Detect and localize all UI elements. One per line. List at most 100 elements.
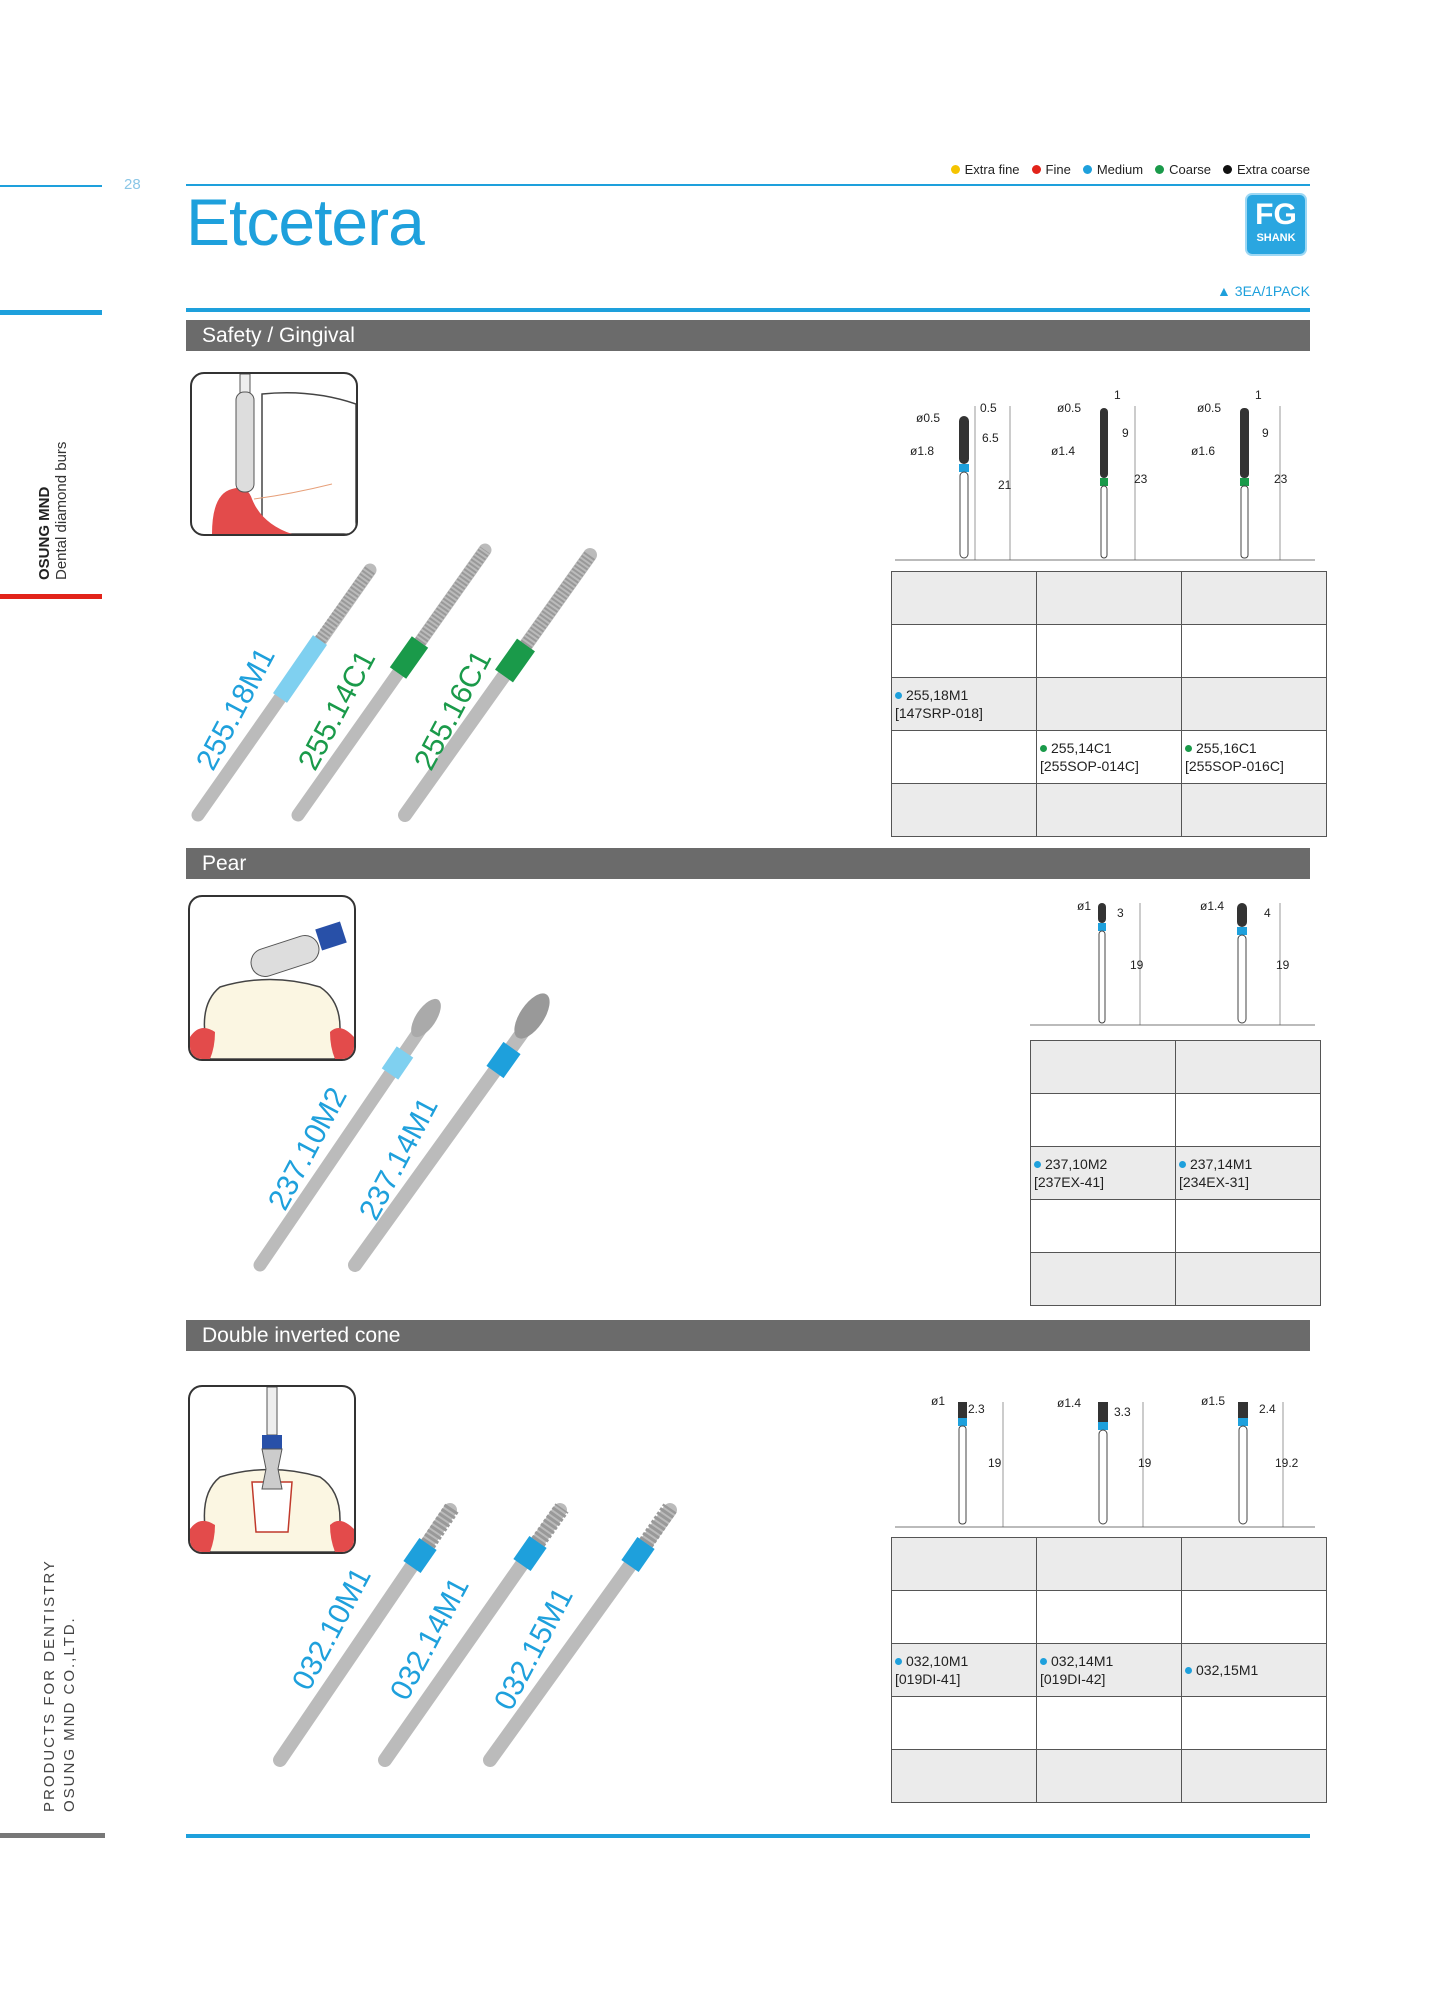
dim-label: ø1.4	[1200, 899, 1225, 913]
legend-dot	[950, 165, 960, 174]
burr-255-14C1	[291, 543, 492, 822]
dim-label: ø1.4	[1051, 444, 1076, 458]
fg-shank-badge: FG SHANK	[1245, 193, 1307, 256]
sidebar-company: PRODUCTS FOR DENTISTRY OSUNG MND CO.,LTD…	[40, 1559, 80, 1812]
dim-label: 19	[988, 1456, 1002, 1470]
spec-table-cone: 032,10M1[019DI-41] 032,14M1[019DI-42] 03…	[891, 1537, 1327, 1803]
table-cell: 032,14M1[019DI-42]	[1036, 1643, 1182, 1697]
legend-item: Extra coarse	[1223, 162, 1310, 177]
left-rule-gray	[0, 1833, 105, 1838]
burr-032-14M1	[378, 1503, 569, 1767]
burr-255-18M1	[191, 563, 377, 822]
dim-label: 2.4	[1259, 1402, 1276, 1416]
dim-label: ø1.4	[1057, 1396, 1082, 1410]
diagram-255-16C1	[1240, 406, 1281, 560]
grit-dot	[1185, 1666, 1192, 1674]
burr-032-10M1	[273, 1503, 459, 1767]
brand-subtitle: Dental diamond burs	[53, 441, 70, 580]
left-rule-red	[0, 594, 102, 599]
dimension-diagram-safety	[895, 406, 1315, 561]
dim-label: 2.3	[968, 1402, 985, 1416]
dim-label: ø0.5	[916, 411, 941, 425]
grit-dot	[895, 1657, 902, 1665]
legend-item: Fine	[1031, 162, 1071, 177]
section-header-double-inverted-cone: Double inverted cone	[186, 1320, 1310, 1351]
brand-name: OSUNG MND	[36, 486, 53, 580]
dim-label: 19.2	[1275, 1456, 1299, 1470]
company-line2: OSUNG MND CO.,LTD.	[61, 1616, 78, 1812]
table-cell: 237,10M2[237EX-41]	[1030, 1146, 1176, 1200]
grit-dot	[1179, 1160, 1186, 1168]
dimension-diagram-pear	[1030, 903, 1315, 1026]
table-cell: 255,18M1[147SRP-018]	[891, 677, 1037, 731]
dim-label: 21	[998, 478, 1012, 492]
dim-label: ø0.5	[1197, 401, 1222, 415]
dim-label: 9	[1122, 426, 1129, 440]
table-cell: 255,16C1[255SOP-016C]	[1181, 730, 1327, 784]
dim-label: 23	[1134, 472, 1148, 486]
dim-label: ø1	[1077, 899, 1092, 913]
header-rule	[186, 184, 1310, 186]
dim-label: 9	[1262, 426, 1269, 440]
legend-dot	[1223, 165, 1233, 174]
dim-label: 6.5	[982, 431, 999, 445]
table-cell: 255,14C1[255SOP-014C]	[1036, 730, 1182, 784]
gingival-illustration	[190, 372, 358, 536]
diagram-032-15M1	[1238, 1402, 1284, 1527]
page-number: 28	[124, 176, 141, 193]
section-header-safety: Safety / Gingival	[186, 320, 1310, 351]
dim-label: 3	[1117, 906, 1124, 920]
burr-237-10M2	[253, 998, 441, 1272]
table-cell: 032,10M1[019DI-41]	[891, 1643, 1037, 1697]
top-rule	[186, 308, 1310, 312]
legend-item: Coarse	[1155, 162, 1211, 177]
burr-images-pear	[253, 993, 550, 1272]
dim-label: 1	[1255, 388, 1262, 402]
spec-table-safety: 255,18M1[147SRP-018] 255,14C1[255SOP-014…	[891, 571, 1327, 837]
grit-dot	[1040, 1657, 1047, 1665]
dim-label: ø0.5	[1057, 401, 1082, 415]
cone-illustration	[188, 1385, 356, 1554]
dim-label: ø1	[931, 1394, 946, 1408]
dim-label: 23	[1274, 472, 1288, 486]
sidebar-brand: OSUNG MND Dental diamond burs	[36, 442, 70, 580]
grit-dot	[1185, 744, 1192, 752]
pear-illustration	[188, 895, 356, 1061]
table-cell: 032,15M1	[1181, 1643, 1327, 1697]
diagram-255-14C1	[1100, 406, 1136, 560]
grit-dot	[1034, 1160, 1041, 1168]
dimension-diagram-cone	[895, 1402, 1315, 1528]
bottom-rule	[186, 1834, 1310, 1838]
badge-sub: SHANK	[1256, 232, 1296, 244]
dim-label: 19	[1138, 1456, 1152, 1470]
dim-label: 3.3	[1114, 1405, 1131, 1419]
diagram-032-10M1	[958, 1402, 1004, 1527]
grit-legend: Extra fine Fine Medium Coarse Extra coar…	[950, 162, 1310, 177]
dim-label: 4	[1264, 906, 1271, 920]
company-line1: PRODUCTS FOR DENTISTRY	[41, 1559, 58, 1812]
dim-label: 0.5	[980, 401, 997, 415]
legend-dot	[1155, 165, 1165, 174]
burr-032-15M1	[483, 1503, 677, 1767]
table-cell: 237,14M1[234EX-31]	[1175, 1146, 1321, 1200]
diagram-032-14M1	[1098, 1402, 1144, 1527]
dim-label: 19	[1130, 958, 1144, 972]
burr-237-14M1	[348, 993, 550, 1272]
left-rule-top	[0, 185, 102, 187]
dim-label: ø1.5	[1201, 1394, 1226, 1408]
spec-table-pear: 237,10M2[237EX-41] 237,14M1[234EX-31]	[1030, 1040, 1321, 1306]
legend-dot	[1031, 165, 1041, 174]
diagram-255-18M1	[959, 406, 1011, 560]
pack-info: ▲ 3EA/1PACK	[1217, 283, 1310, 299]
section-header-pear: Pear	[186, 848, 1310, 879]
legend-dot	[1082, 165, 1092, 174]
grit-dot	[895, 691, 902, 699]
left-rule-blue	[0, 310, 102, 315]
dim-label: 1	[1114, 388, 1121, 402]
grit-dot	[1040, 744, 1047, 752]
dim-label: ø1.6	[1191, 444, 1216, 458]
badge-main: FG	[1255, 198, 1297, 231]
burr-images-safety	[191, 543, 597, 822]
diagram-237-14M1	[1237, 903, 1281, 1025]
legend-item: Medium	[1082, 162, 1143, 177]
